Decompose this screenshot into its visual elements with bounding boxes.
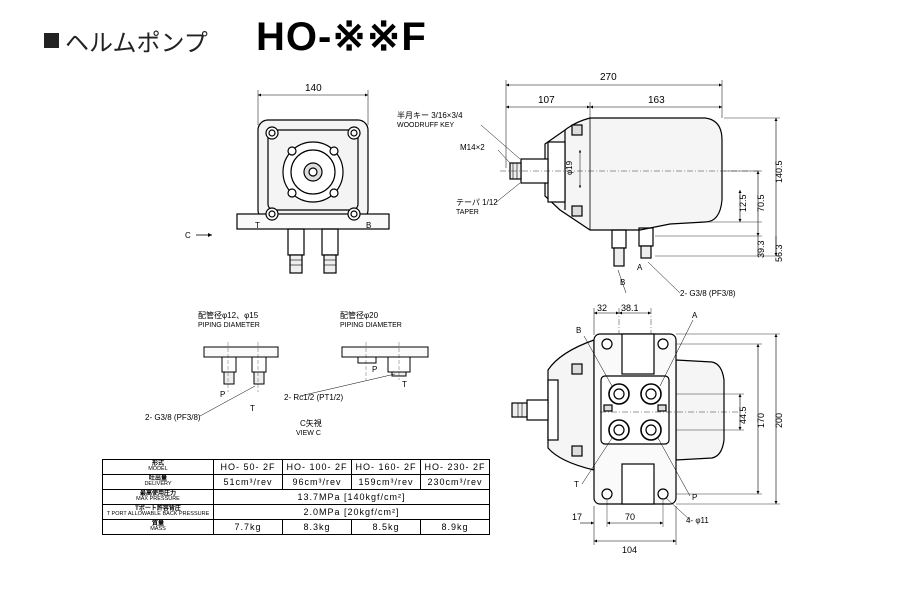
bottom-dim-200: 200	[774, 413, 784, 428]
side-port-thread: 2- G3/8 (PF3/8)	[680, 289, 736, 298]
spec-table: 形式 MODEL HO- 50- 2F HO- 100- 2F HO- 160-…	[102, 459, 490, 535]
back-pressure-label-jp: Tポート許容背圧	[135, 506, 181, 513]
model-label-cell: 形式 MODEL	[102, 459, 214, 475]
title-bullet	[44, 32, 59, 48]
piping-right-port-p: P	[372, 365, 377, 374]
page-title: ヘルムポンプ	[44, 20, 208, 60]
mass-cell: 8.9kg	[420, 519, 490, 535]
max-pressure-label-cell: 最高使用圧力 MAX PRESSURE	[102, 489, 214, 505]
side-port-a: A	[637, 263, 643, 272]
delivery-label-jp: 吐出量	[148, 476, 167, 483]
bottom-dim-17: 17	[572, 512, 582, 522]
bottom-port-a: A	[692, 311, 698, 320]
thread-label: M14×2	[460, 143, 485, 152]
delivery-label-en: DELIVERY	[144, 481, 172, 488]
piping-detail-right	[299, 342, 429, 397]
side-dim-right: 163	[648, 95, 665, 106]
view-c-jp: C矢視	[300, 418, 322, 428]
bottom-port-t: T	[574, 480, 579, 489]
front-port-b: B	[366, 221, 371, 230]
delivery-cell: 51cm³/rev	[213, 474, 283, 490]
mass-cell: 8.3kg	[282, 519, 352, 535]
bottom-holes: 4- φ11	[686, 516, 709, 525]
table-row: 最高使用圧力 MAX PRESSURE 13.7MPa [140kgf/cm²]	[102, 489, 490, 505]
delivery-cell: 96cm³/rev	[282, 474, 352, 490]
side-dim-140-5: 140.5	[774, 160, 784, 183]
piping-left-heading-jp: 配管径φ12、φ15	[198, 310, 259, 320]
bottom-dim-70: 70	[625, 512, 635, 522]
model-title: HO-※※F	[256, 15, 427, 59]
bottom-port-b: B	[576, 326, 581, 335]
taper-en: TAPER	[456, 209, 479, 216]
model-label-en: MODEL	[148, 466, 168, 473]
side-port-b: B	[620, 278, 625, 287]
mass-cell: 8.5kg	[351, 519, 421, 535]
bottom-view	[511, 308, 780, 545]
table-row: 吐出量 DELIVERY 51cm³/rev 96cm³/rev 159cm³/…	[102, 474, 490, 490]
front-dim-width: 140	[305, 83, 322, 94]
table-row: Tポート許容背圧 T PORT ALLOWABLE BACK PRESSURE …	[102, 504, 490, 520]
taper-jp: テーパ 1/12	[456, 198, 498, 207]
side-dim-70-5: 70.5	[756, 194, 766, 212]
view-c-arrow-label: C	[185, 231, 191, 240]
side-dim-left: 107	[538, 95, 555, 106]
woodruff-key-en: WOODRUFF KEY	[397, 122, 454, 129]
side-dim-12-5: 12.5	[738, 194, 748, 212]
side-dim-overall: 270	[600, 72, 617, 83]
bottom-dim-104: 104	[622, 545, 637, 555]
mass-label-cell: 質量 MASS	[102, 519, 214, 535]
piping-left-thread: 2- G3/8 (PF3/8)	[145, 413, 201, 422]
bottom-dim-170: 170	[756, 413, 766, 428]
side-dim-56-3: 56.3	[774, 244, 784, 262]
max-pressure-cell: 13.7MPa [140kgf/cm²]	[213, 489, 490, 505]
piping-right-port-t: T	[402, 380, 407, 389]
shaft-diameter: φ19	[565, 160, 574, 175]
back-pressure-label-en: T PORT ALLOWABLE BACK PRESSURE	[106, 511, 210, 518]
woodruff-key-jp: 半月キー 3/16×3/4	[397, 110, 463, 120]
table-header-row: 形式 MODEL HO- 50- 2F HO- 100- 2F HO- 160-…	[102, 459, 490, 475]
piping-detail-left	[199, 342, 279, 417]
side-dim-39-3: 39.3	[756, 240, 766, 258]
max-pressure-label-jp: 最高使用圧力	[139, 491, 176, 498]
delivery-label-cell: 吐出量 DELIVERY	[102, 474, 214, 490]
piping-right-heading-en: PIPING DIAMETER	[340, 322, 402, 329]
max-pressure-label-en: MAX PRESSURE	[136, 496, 180, 503]
mass-label-jp: 質量	[151, 521, 164, 528]
model-label-jp: 形式	[151, 461, 164, 468]
piping-right-heading-jp: 配管径φ20	[340, 310, 379, 320]
bottom-port-p: P	[692, 493, 697, 502]
back-pressure-label-cell: Tポート許容背圧 T PORT ALLOWABLE BACK PRESSURE	[102, 504, 214, 520]
piping-right-thread: 2- Rc1/2 (PT1/2)	[284, 393, 343, 402]
piping-left-heading-en: PIPING DIAMETER	[198, 322, 260, 329]
delivery-cell: 230cm³/rev	[420, 474, 490, 490]
model-cell: HO- 100- 2F	[282, 459, 352, 475]
table-row: 質量 MASS 7.7kg 8.3kg 8.5kg 8.9kg	[102, 519, 490, 535]
front-port-t: T	[255, 221, 260, 230]
piping-left-port-p: P	[220, 390, 225, 399]
mass-cell: 7.7kg	[213, 519, 283, 535]
front-view	[196, 90, 390, 274]
bottom-dim-32: 32	[597, 303, 607, 313]
piping-left-port-t: T	[250, 404, 255, 413]
model-cell: HO- 50- 2F	[213, 459, 283, 475]
model-cell: HO- 230- 2F	[420, 459, 490, 475]
mass-label-en: MASS	[150, 526, 166, 533]
model-cell: HO- 160- 2F	[351, 459, 421, 475]
delivery-cell: 159cm³/rev	[351, 474, 421, 490]
bottom-dim-44-5: 44.5	[738, 406, 748, 424]
back-pressure-cell: 2.0MPa [20kgf/cm²]	[213, 504, 490, 520]
bottom-dim-38-1: 38.1	[621, 303, 639, 313]
side-view	[480, 80, 780, 294]
view-c-en: VIEW C	[296, 430, 321, 437]
title-text: ヘルムポンプ	[65, 29, 208, 57]
